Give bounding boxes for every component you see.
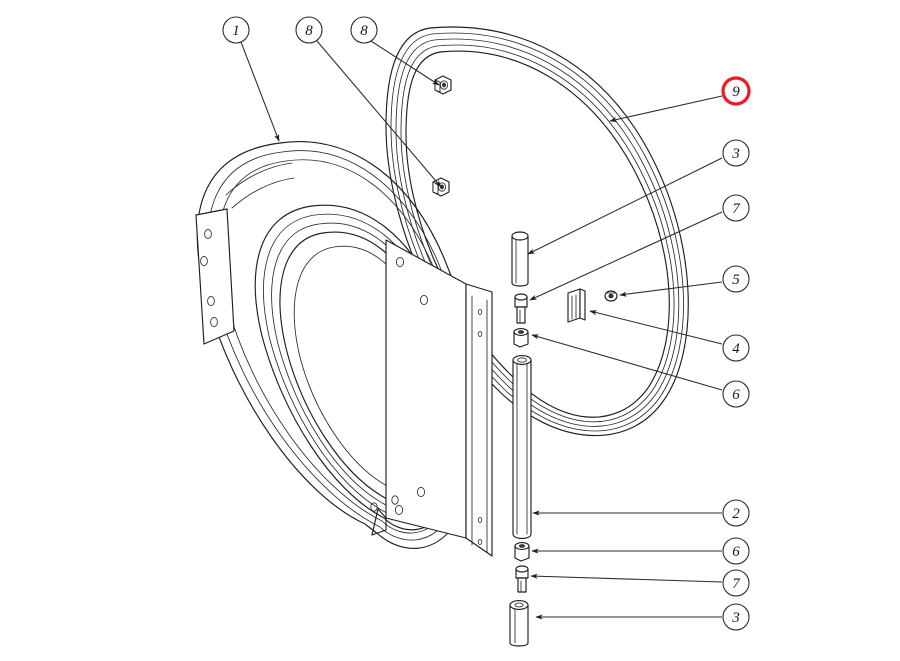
- leader-line-5: [619, 281, 723, 297]
- leader-line-8: [370, 40, 440, 86]
- callout-9-highlighted[interactable]: 9: [721, 76, 751, 106]
- callout-circle: [722, 603, 750, 631]
- dowel-pin-upper: [511, 231, 529, 287]
- callout-circle: [722, 380, 750, 408]
- callout-circle: [722, 569, 750, 597]
- callout-label: 8: [360, 23, 368, 39]
- dowel-pin-lower: [509, 600, 529, 647]
- callout-label: 4: [732, 341, 740, 357]
- tie-rod: [512, 355, 532, 540]
- retainer-clip: [567, 288, 586, 323]
- leader-line-6: [531, 334, 723, 391]
- callout-7[interactable]: 7: [722, 569, 750, 597]
- callout-6[interactable]: 6: [722, 380, 750, 408]
- callout-5[interactable]: 5: [722, 265, 750, 293]
- leader-line-8: [316, 40, 442, 188]
- callout-2[interactable]: 2: [722, 499, 750, 527]
- bolt-upper: [514, 293, 528, 324]
- callout-circle: [722, 139, 750, 167]
- callout-7[interactable]: 7: [722, 194, 750, 222]
- door-ring-assembly: [195, 141, 493, 557]
- callout-label: 5: [732, 272, 740, 288]
- callout-label: 1: [232, 23, 240, 39]
- leader-line-3: [527, 157, 723, 255]
- callout-circle: [721, 76, 751, 106]
- leader-line-7: [530, 573, 723, 583]
- leader-line-7: [529, 211, 723, 301]
- callout-label: 6: [732, 544, 740, 560]
- callout-label: 9: [732, 84, 740, 100]
- callout-label: 8: [305, 23, 313, 39]
- callout-8[interactable]: 8: [295, 16, 323, 44]
- leader-line-4: [589, 310, 723, 345]
- door-gasket-ring: [385, 26, 689, 437]
- callout-circle: [295, 16, 323, 44]
- callout-label: 7: [732, 201, 741, 217]
- mounting-plate-left: [195, 208, 235, 345]
- callout-8[interactable]: 8: [350, 16, 378, 44]
- callout-4[interactable]: 4: [722, 334, 750, 362]
- washer: [604, 290, 618, 302]
- callout-markers: 1 8 8 9 3 7 5 4 6 2 6 7 3: [222, 16, 751, 631]
- callout-circle: [722, 194, 750, 222]
- hex-nut-upper: [434, 75, 452, 95]
- callout-label: 2: [732, 506, 740, 522]
- leader-lines: [240, 40, 723, 620]
- leader-line-9: [609, 95, 723, 123]
- callout-1[interactable]: 1: [222, 16, 250, 44]
- callout-circle: [350, 16, 378, 44]
- callout-label: 3: [731, 146, 740, 162]
- callout-label: 6: [732, 387, 740, 403]
- callout-label: 3: [731, 610, 740, 626]
- callout-circle: [222, 16, 250, 44]
- callout-circle: [722, 265, 750, 293]
- callout-circle: [722, 537, 750, 565]
- hex-nut-lower-rod: [514, 542, 530, 562]
- callout-circle: [722, 334, 750, 362]
- callout-circle: [722, 499, 750, 527]
- leader-line-1: [240, 41, 280, 142]
- lower-mount-tab: [370, 495, 399, 536]
- callout-3[interactable]: 3: [722, 603, 750, 631]
- callout-3[interactable]: 3: [722, 139, 750, 167]
- mounting-flange-right: [385, 239, 493, 557]
- callout-label: 7: [732, 576, 741, 592]
- hex-nut-center: [513, 328, 529, 348]
- callout-6[interactable]: 6: [722, 537, 750, 565]
- bolt-lower: [515, 565, 529, 593]
